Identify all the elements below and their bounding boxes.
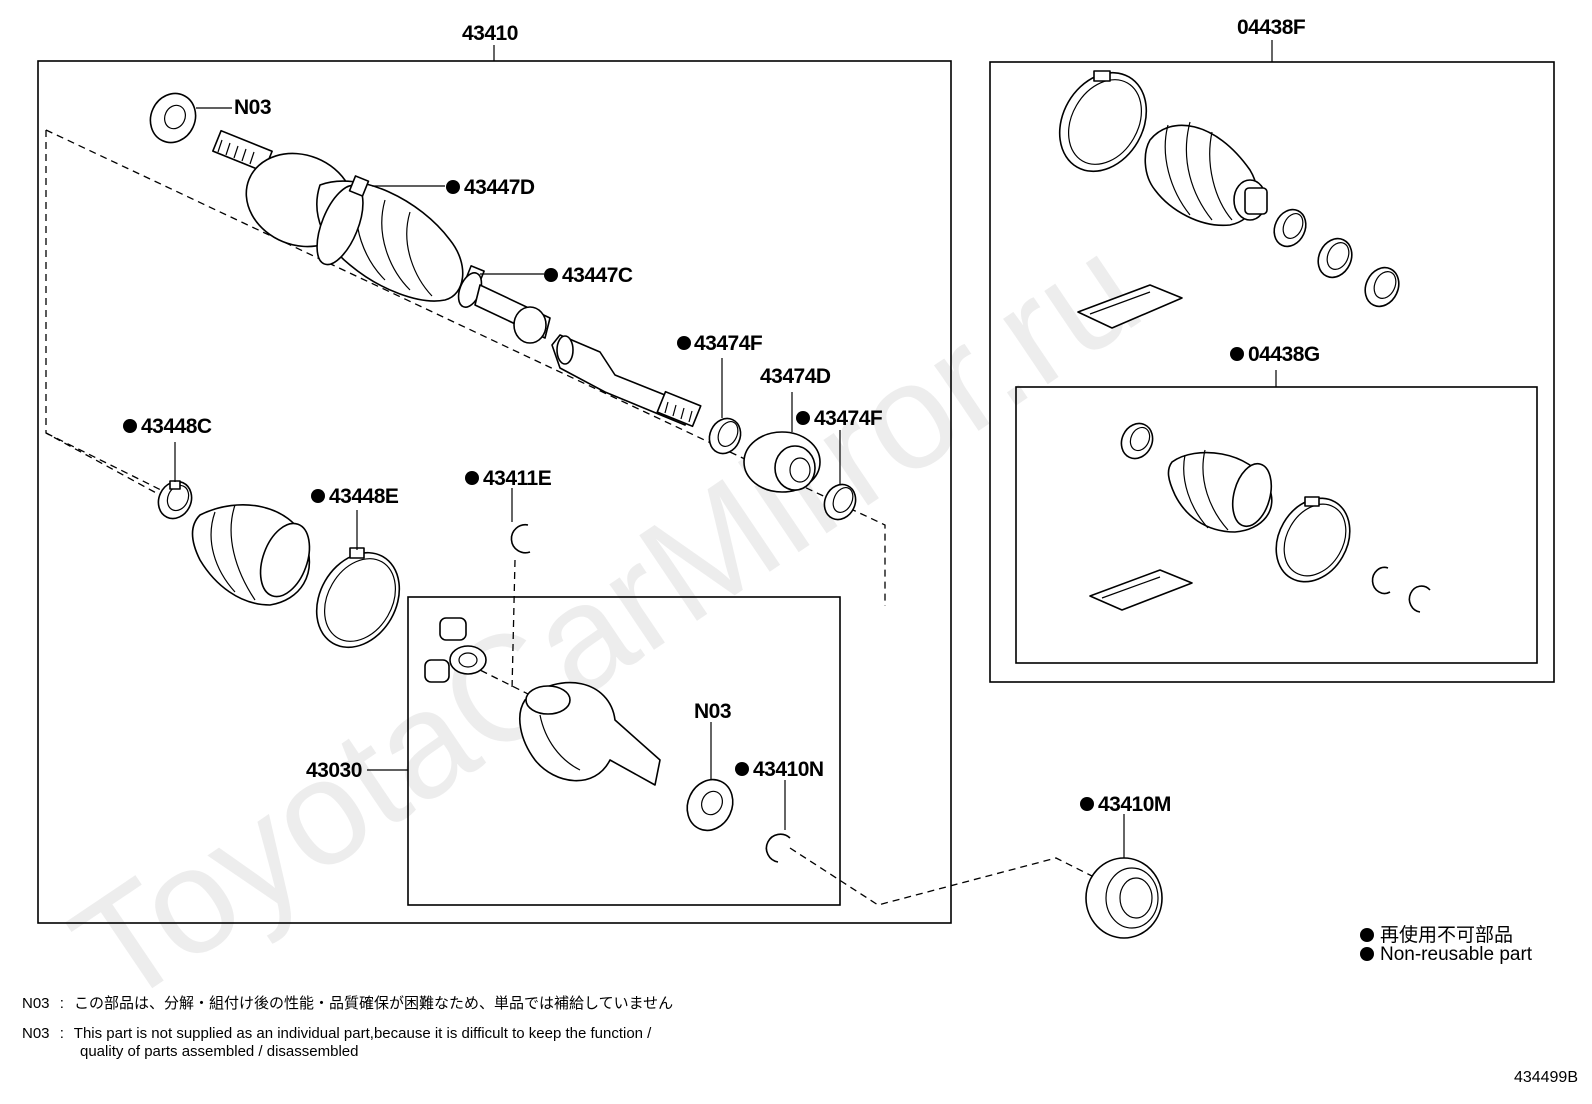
group-label-04438G[interactable]: 04438G bbox=[1248, 343, 1320, 366]
kit-f-ring-2[interactable] bbox=[1359, 262, 1405, 312]
non-reusable-dot-04438G bbox=[1230, 347, 1244, 361]
diagram-code: 434499B bbox=[1513, 1069, 1578, 1086]
kit-g-grease-pack[interactable] bbox=[1089, 569, 1193, 611]
kit-g-boot[interactable] bbox=[1167, 449, 1277, 533]
legend-dot-icon bbox=[1360, 928, 1374, 942]
kit-f-grease-pack[interactable] bbox=[1077, 284, 1183, 329]
note-en: N03 : This part is not supplied as an in… bbox=[22, 1024, 651, 1043]
snap-ring-43410N[interactable] bbox=[765, 833, 791, 863]
dashed-clip-line bbox=[511, 559, 516, 691]
note-en-code: N03 bbox=[22, 1025, 50, 1042]
note-ja-text: この部品は、分解・組付け後の性能・品質確保が困難なため、単品では補給していません bbox=[74, 995, 674, 1012]
non-reusable-dot-43411E bbox=[465, 471, 479, 485]
label-43448E[interactable]: 43448E bbox=[329, 485, 399, 508]
non-reusable-dot-43474F-a bbox=[677, 336, 691, 350]
non-reusable-dot-43447D bbox=[446, 180, 460, 194]
group-label-43030[interactable]: 43030 bbox=[306, 759, 362, 782]
boot-kit-04438G-box bbox=[1015, 386, 1538, 664]
label-43448C[interactable]: 43448C bbox=[141, 415, 212, 438]
drive-shaft-assembly[interactable] bbox=[212, 129, 702, 428]
damper-43474D[interactable] bbox=[743, 431, 821, 493]
non-reusable-dot-43448C bbox=[123, 419, 137, 433]
legend-dot-icon bbox=[1360, 947, 1374, 961]
seal-n03-top[interactable] bbox=[142, 86, 203, 150]
clamp-43448C[interactable] bbox=[152, 476, 197, 524]
ring-43474F-b[interactable] bbox=[819, 479, 861, 524]
label-n03-bottom[interactable]: N03 bbox=[694, 700, 732, 723]
note-ja-code: N03 bbox=[22, 995, 50, 1012]
kit-f-large-clamp[interactable] bbox=[1042, 57, 1163, 187]
label-43474D[interactable]: 43474D bbox=[760, 365, 831, 388]
legend-en: Non-reusable part bbox=[1360, 944, 1532, 966]
label-43474F-b[interactable]: 43474F bbox=[814, 407, 883, 430]
kit-g-snap-ring-1[interactable] bbox=[1371, 566, 1391, 595]
note-en-sep: : bbox=[59, 1025, 64, 1042]
label-43447D[interactable]: 43447D bbox=[464, 176, 535, 199]
group-label-04438F[interactable]: 04438F bbox=[1237, 16, 1306, 39]
label-43447C[interactable]: 43447C bbox=[562, 264, 633, 287]
kit-f-ring-1[interactable] bbox=[1312, 233, 1358, 283]
label-n03-top[interactable]: N03 bbox=[234, 96, 272, 119]
note-ja: N03 : この部品は、分解・組付け後の性能・品質確保が困難なため、単品では補給… bbox=[22, 994, 673, 1013]
legend-en-text: Non-reusable part bbox=[1380, 944, 1533, 965]
non-reusable-dot-43448E bbox=[311, 489, 325, 503]
kit-f-small-clamp[interactable] bbox=[1268, 204, 1311, 251]
label-43411E[interactable]: 43411E bbox=[483, 467, 552, 490]
legend-ja-text: 再使用不可部品 bbox=[1380, 925, 1514, 946]
dashed-assembly-outline bbox=[45, 130, 161, 496]
label-43410M[interactable]: 43410M bbox=[1098, 793, 1171, 816]
non-reusable-dot-43447C bbox=[544, 268, 558, 282]
label-43410N[interactable]: 43410N bbox=[753, 758, 824, 781]
kit-g-snap-ring-2[interactable] bbox=[1408, 585, 1431, 613]
note-ja-sep: : bbox=[59, 995, 64, 1012]
label-43474F-a[interactable]: 43474F bbox=[694, 332, 763, 355]
kit-g-large-clamp[interactable] bbox=[1262, 485, 1365, 595]
non-reusable-dot-43474F-b bbox=[796, 411, 810, 425]
seal-n03-bottom[interactable] bbox=[679, 772, 741, 838]
legend-ja: 再使用不可部品 bbox=[1360, 920, 1513, 947]
kit-f-boot[interactable] bbox=[1144, 121, 1268, 227]
note-en-line1: This part is not supplied as an individu… bbox=[73, 1025, 652, 1042]
dashed-bearing-line bbox=[789, 847, 1093, 906]
ring-43474F-a[interactable] bbox=[704, 413, 746, 458]
bearing-43410M[interactable] bbox=[1085, 857, 1163, 939]
group-label-43410[interactable]: 43410 bbox=[462, 22, 518, 45]
kit-g-small-clamp[interactable] bbox=[1116, 418, 1158, 463]
inner-joint-43030-box bbox=[407, 596, 841, 906]
inner-boot[interactable] bbox=[191, 504, 319, 606]
snap-ring-43411E[interactable] bbox=[510, 523, 531, 554]
watermark: ToyotaCarMirror.ru bbox=[44, 203, 1168, 1037]
note-en-line2-text: quality of parts assembled / disassemble… bbox=[80, 1043, 359, 1060]
tripod-joint[interactable] bbox=[424, 617, 487, 683]
note-en-line2: quality of parts assembled / disassemble… bbox=[80, 1042, 358, 1061]
non-reusable-dot-43410N bbox=[735, 762, 749, 776]
clamp-43448E[interactable] bbox=[300, 538, 416, 663]
inner-joint-housing[interactable] bbox=[519, 681, 661, 786]
non-reusable-dot-43410M bbox=[1080, 797, 1094, 811]
